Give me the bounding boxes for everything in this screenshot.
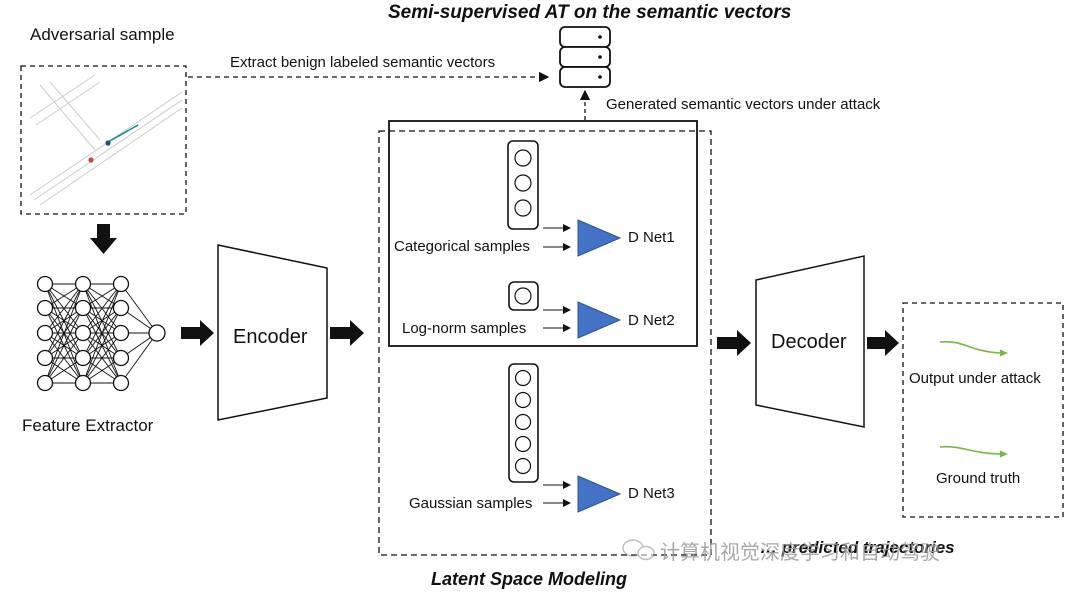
dnet2-triangle (577, 301, 622, 339)
dnet2-label: D Net2 (628, 312, 675, 329)
nn-node (36, 349, 54, 367)
decoder-shape (755, 255, 865, 428)
down-arrow (90, 224, 117, 254)
arrow-latent-to-decoder (717, 330, 751, 356)
nn-node (112, 349, 130, 367)
nn-node (112, 299, 130, 317)
output-under-attack-label: Output under attack (909, 370, 1041, 387)
groundtruth-trajectory (939, 445, 1008, 458)
latent-space-box (378, 130, 712, 556)
gaussian-label: Gaussian samples (409, 495, 533, 512)
output-trajectory (939, 340, 1008, 357)
nn-output-node (148, 324, 166, 342)
nn-node (74, 349, 92, 367)
nn-node (112, 374, 130, 392)
lognorm-vector (508, 281, 539, 311)
dnet1-triangle (577, 219, 622, 257)
latent-space-title: Latent Space Modeling (431, 569, 628, 589)
gaussian-vector (508, 363, 539, 483)
nn-node (74, 374, 92, 392)
output-box (902, 302, 1064, 518)
watermark-text: 计算机视觉深度学习和自动驾驶 (660, 540, 940, 564)
dnet3-triangle (577, 475, 622, 513)
ground-truth-label: Ground truth (936, 470, 1021, 487)
nn-node (112, 275, 130, 293)
nn-node (112, 324, 130, 342)
predicted-trajectories-partial: … predicted trajectories (760, 538, 955, 557)
encoder-shape (217, 244, 328, 421)
nn-node (36, 374, 54, 392)
arrow-encoder-to-latent (330, 320, 364, 346)
categorical-label: Categorical samples (394, 238, 530, 255)
categorical-vector (507, 140, 539, 230)
nn-node (36, 299, 54, 317)
wechat-icon (622, 539, 655, 561)
nn-node (36, 275, 54, 293)
database-icon (559, 26, 611, 88)
nn-node (74, 299, 92, 317)
nn-node (36, 324, 54, 342)
feature-extractor-label: Feature Extractor (22, 416, 154, 435)
dnet3-label: D Net3 (628, 485, 675, 502)
adversarial-sample-label: Adversarial sample (30, 25, 175, 44)
semi-supervised-title: Semi-supervised AT on the semantic vecto… (388, 2, 792, 23)
encoder-label: Encoder (233, 326, 308, 348)
semantic-vectors-box (388, 120, 698, 347)
lognorm-label: Log-norm samples (402, 320, 527, 337)
extract-label: Extract benign labeled semantic vectors (230, 54, 496, 71)
arrow-nn-to-encoder (181, 320, 214, 346)
decoder-label: Decoder (771, 331, 847, 353)
neural-network-icon (36, 275, 166, 392)
nn-node (74, 275, 92, 293)
arrow-decoder-to-output (867, 330, 899, 356)
dnet1-label: D Net1 (628, 229, 675, 246)
adversarial-sample-box (20, 65, 187, 215)
nn-node (74, 324, 92, 342)
generated-label: Generated semantic vectors under attack (606, 96, 881, 113)
adversarial-sample-image (29, 74, 183, 206)
